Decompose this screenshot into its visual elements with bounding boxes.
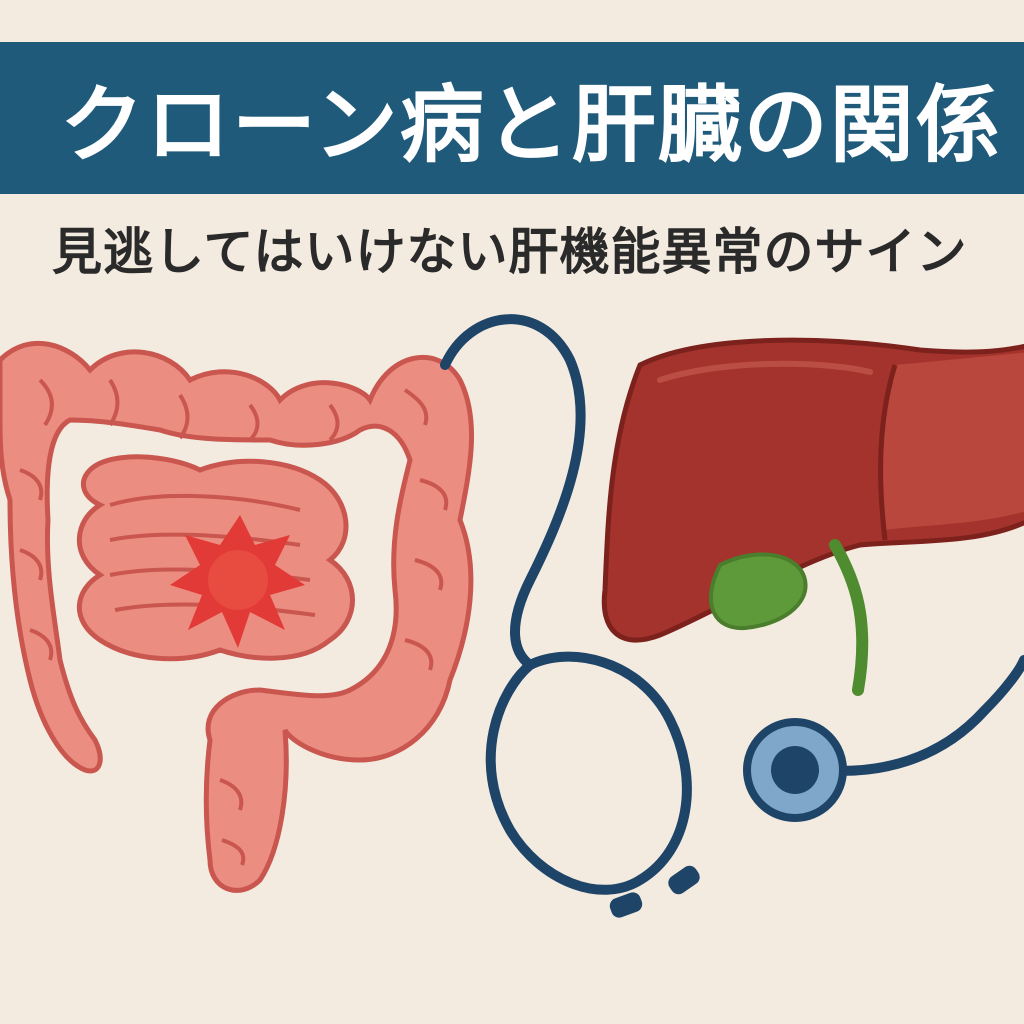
page-title: クローン病と肝臓の関係 <box>60 75 1002 174</box>
page-subtitle: 見逃してはいけない肝機能異常のサイン <box>52 223 968 281</box>
stethoscope-icon <box>440 314 1024 918</box>
title-banner: クローン病と肝臓の関係 <box>0 42 1024 194</box>
inflammation-icon <box>170 515 305 648</box>
liver-icon <box>601 337 1024 643</box>
gallbladder-icon <box>709 539 869 696</box>
